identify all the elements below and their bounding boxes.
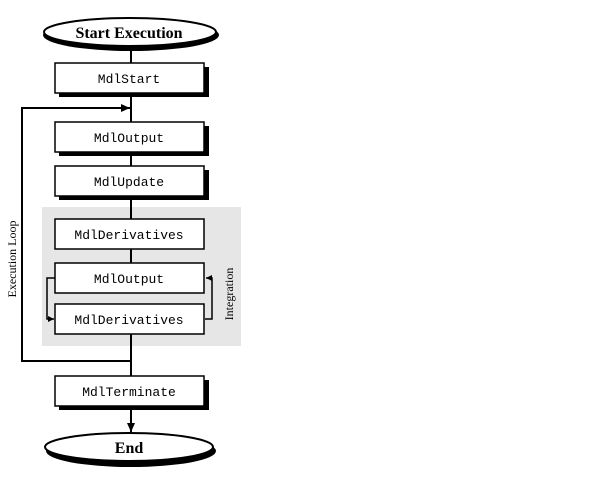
integration-label: Integration: [222, 268, 236, 321]
mdloutput-box: MdlOutput: [54, 121, 209, 156]
execution-loop-label: Execution Loop: [5, 221, 19, 298]
mdlstart-label: MdlStart: [98, 72, 160, 87]
integration-mdlderivatives-label: MdlDerivatives: [74, 313, 183, 328]
end-node: End: [44, 432, 216, 467]
mdlterminate-label: MdlTerminate: [82, 385, 176, 400]
mdloutput-label: MdlOutput: [94, 131, 164, 146]
mdlstart-box: MdlStart: [54, 62, 209, 97]
mdlterminate-box: MdlTerminate: [54, 375, 209, 410]
mdlupdate-box: MdlUpdate: [54, 165, 209, 200]
mdlderivatives-label-1: MdlDerivatives: [74, 228, 183, 243]
start-node: Start Execution: [43, 17, 219, 51]
mdlupdate-label: MdlUpdate: [94, 175, 164, 190]
integration-mdlderivatives-box: MdlDerivatives: [54, 303, 205, 335]
integration-mdloutput-box: MdlOutput: [54, 262, 205, 294]
end-label: End: [115, 440, 144, 457]
execution-loop-line: [21, 104, 131, 362]
integration-loop-right: [205, 275, 213, 320]
integration-mdloutput-label: MdlOutput: [94, 272, 164, 287]
integration-loop-left: [46, 277, 55, 322]
start-label: Start Execution: [75, 25, 182, 42]
mdlderivatives-box-1: MdlDerivatives: [54, 218, 205, 250]
